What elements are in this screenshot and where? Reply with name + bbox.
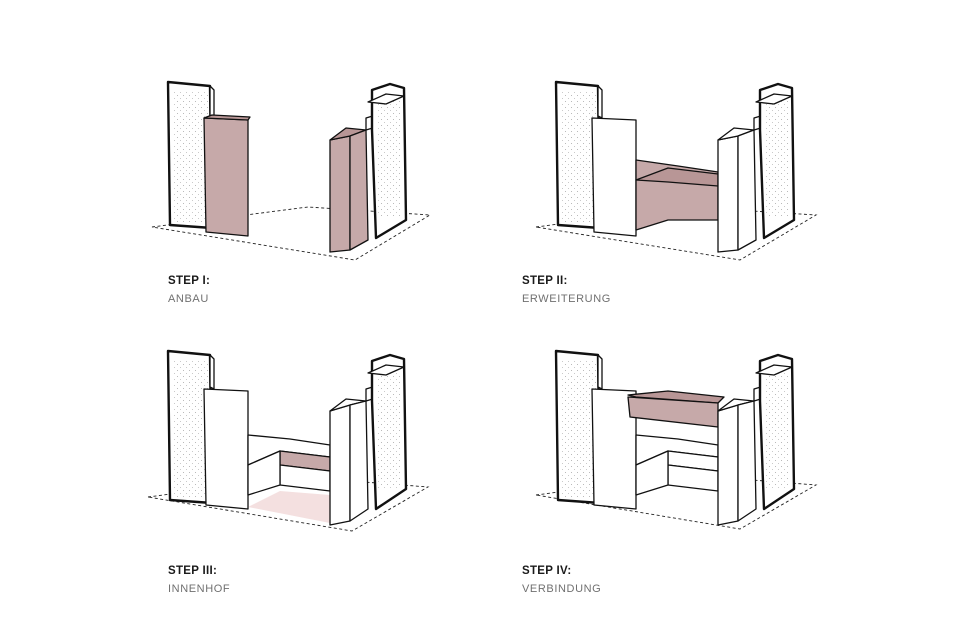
step-2-title: STEP II:: [522, 275, 568, 287]
step-1-subtitle: ANBAU: [168, 293, 209, 305]
step-1-panel: STEP I: ANBAU: [140, 70, 440, 340]
step-3-subtitle: INNENHOF: [168, 583, 231, 595]
step-1-diagram: [151, 80, 432, 261]
step-4-diagram: [535, 349, 818, 530]
step-2-panel: STEP II: ERWEITERUNG: [522, 70, 828, 340]
step-3-panel: STEP III: INNENHOF: [140, 345, 440, 615]
step-1-title: STEP I:: [168, 275, 211, 287]
step-3-title: STEP III:: [168, 565, 218, 577]
step-3-diagram: [147, 349, 430, 532]
step-2-subtitle: ERWEITERUNG: [522, 293, 611, 305]
step-4-panel: STEP IV: VERBINDUNG: [522, 345, 828, 615]
step-2-diagram: [535, 80, 818, 261]
step-4-title: STEP IV:: [522, 565, 572, 577]
step-4-subtitle: VERBINDUNG: [522, 583, 602, 595]
